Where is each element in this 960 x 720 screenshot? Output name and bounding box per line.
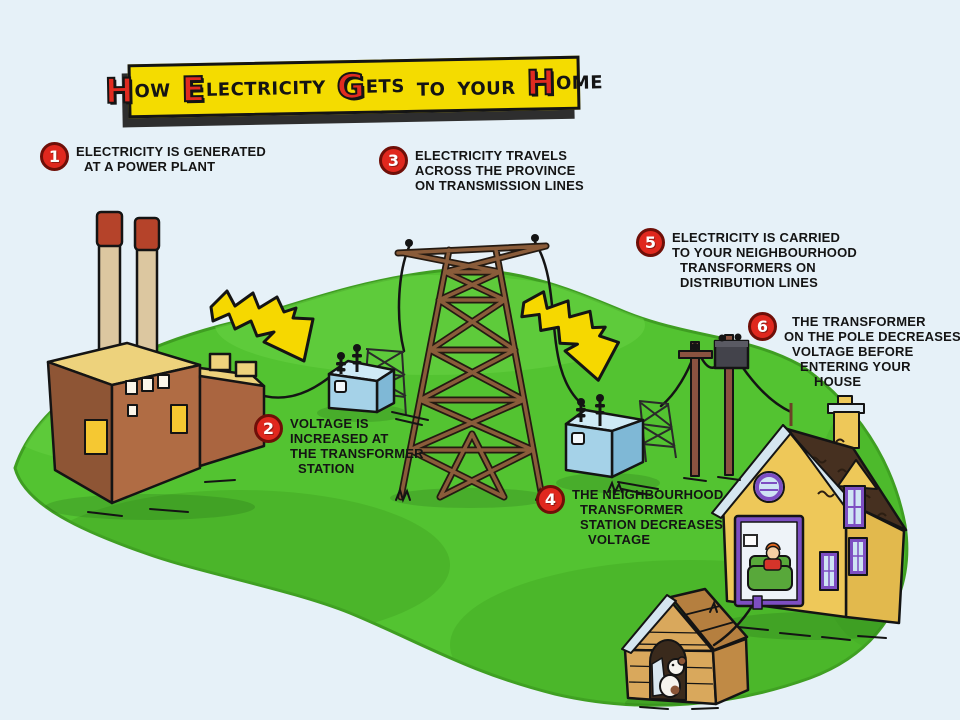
label-line: THE NEIGHBOURHOOD (572, 487, 724, 502)
step-2-label: VOLTAGE IS INCREASED AT THE TRANSFORMER … (290, 414, 424, 476)
label-line: STATION (298, 461, 355, 477)
plant-parapet-block (208, 352, 232, 372)
step-2-badge: 2 (254, 414, 283, 443)
label-line: ON THE POLE DECREASES (784, 329, 960, 345)
doghouse-side-wall (711, 637, 750, 706)
step-6-label: THE TRANSFORMER ON THE POLE DECREASES VO… (784, 312, 960, 389)
neighbourhood-transformer (564, 394, 677, 479)
step-3: 3 ELECTRICITY TRAVELS ACROSS THE PROVINC… (379, 146, 584, 193)
grass-tuft (607, 480, 623, 495)
tower-insulator (405, 239, 413, 247)
step-5: 5 ELECTRICITY IS CARRIED TO YOUR NEIGHBO… (636, 228, 857, 290)
label-line: VOLTAGE BEFORE (792, 344, 914, 360)
label-line: HOUSE (814, 374, 862, 390)
grass-tuft (709, 600, 718, 613)
step-6-badge: 6 (748, 312, 777, 341)
title-initial: H (104, 70, 135, 113)
house (711, 395, 908, 625)
step-3-label: ELECTRICITY TRAVELS ACROSS THE PROVINCE … (415, 146, 584, 193)
person-shirt (763, 558, 782, 571)
title-text: ETS (365, 76, 406, 98)
utility-pole-1 (690, 341, 700, 477)
step-1-badge: 1 (40, 142, 69, 171)
plant-front-wall (110, 363, 202, 505)
side-window (848, 537, 868, 576)
step-3-badge: 3 (379, 146, 408, 175)
step-5-label: ELECTRICITY IS CARRIED TO YOUR NEIGHBOUR… (672, 228, 857, 290)
plant-windows (125, 374, 188, 434)
step-4-label: THE NEIGHBOURHOOD TRANSFORMER STATION DE… (572, 485, 723, 547)
plant-parapet-block (234, 360, 258, 378)
label-line: VOLTAGE (588, 532, 651, 548)
plant-wing-wall (198, 374, 266, 468)
title-initial: E (180, 69, 206, 111)
station-bushings (336, 344, 362, 374)
step-4: 4 THE NEIGHBOURHOOD TRANSFORMER STATION … (536, 485, 723, 547)
label-line: ELECTRICITY IS GENERATED (76, 144, 266, 159)
attic-round-window (753, 471, 785, 503)
tv-screen (745, 536, 756, 545)
outlet (752, 595, 763, 610)
step-6: 6 THE TRANSFORMER ON THE POLE DECREASES … (748, 312, 960, 389)
step-5-badge: 5 (636, 228, 665, 257)
label-line: TRANSFORMER (580, 502, 684, 518)
title-initial: G (335, 66, 366, 109)
label-line: STATION DECREASES (580, 517, 724, 533)
utility-pole-2 (724, 334, 734, 476)
transformer-window (571, 432, 585, 445)
title-text: LECTRICITY (205, 77, 327, 101)
extension-cord (712, 604, 754, 647)
power-plant (46, 210, 266, 505)
front-window (819, 551, 839, 591)
label-line: ELECTRICITY TRAVELS (415, 148, 568, 163)
title-text: YOUR (457, 77, 516, 100)
title-initial: H (525, 62, 556, 105)
step-4-badge: 4 (536, 485, 565, 514)
pole-insulator (691, 343, 699, 351)
label-line: THE TRANSFORMER (792, 314, 926, 329)
label-line: ENTERING YOUR (800, 359, 911, 375)
dormer (837, 459, 878, 529)
living-room-window (733, 514, 805, 608)
label-line: ON TRANSMISSION LINES (415, 178, 584, 194)
step-1-label: ELECTRICITY IS GENERATED AT A POWER PLAN… (76, 142, 266, 174)
title-word: TO (416, 72, 446, 101)
label-line: TO YOUR NEIGHBOURHOOD (672, 245, 858, 261)
label-line: DISTRIBUTION LINES (680, 275, 818, 291)
title-word: YOUR (456, 70, 516, 100)
doghouse-roof-edge (621, 594, 677, 654)
smokestack-2 (133, 216, 161, 378)
label-line: AT A POWER PLANT (84, 159, 216, 175)
title-text: OW (134, 80, 171, 103)
house-chimney (827, 395, 865, 449)
label-line: INCREASED AT (290, 431, 389, 447)
title-text: OME (555, 72, 604, 95)
station-window (334, 380, 347, 393)
step-up-transformer (327, 344, 407, 417)
wire-pole2-to-house (739, 363, 793, 414)
label-line: THE TRANSFORMER (290, 446, 424, 462)
title-text: TO (416, 78, 446, 101)
plant-door (84, 419, 108, 455)
label-line: TRANSFORMERS ON (680, 260, 816, 276)
label-line: VOLTAGE IS (290, 416, 369, 431)
step-2: 2 VOLTAGE IS INCREASED AT THE TRANSFORME… (254, 414, 424, 476)
transmission-tower (394, 234, 550, 501)
transformer-bushings (576, 394, 605, 426)
pole-crossarm (678, 350, 713, 359)
label-line: ELECTRICITY IS CARRIED (672, 230, 841, 245)
dog (659, 656, 687, 698)
grass-tuft (395, 486, 411, 503)
tower-insulator (531, 234, 539, 242)
smokestack-1 (95, 210, 124, 378)
step-1: 1 ELECTRICITY IS GENERATED AT A POWER PL… (40, 142, 266, 174)
label-line: ACROSS THE PROVINCE (415, 163, 576, 179)
person-head (765, 545, 781, 561)
distribution-poles (678, 333, 750, 477)
